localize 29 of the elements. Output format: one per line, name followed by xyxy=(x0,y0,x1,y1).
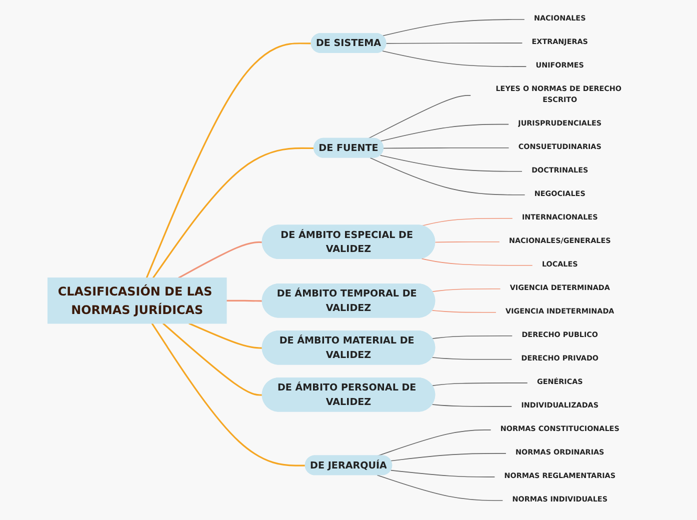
connector xyxy=(432,288,501,292)
connector xyxy=(162,322,263,396)
connector xyxy=(376,430,492,456)
connector xyxy=(432,382,528,386)
connector xyxy=(432,404,512,407)
connector xyxy=(380,154,522,172)
connector xyxy=(382,19,525,36)
connector xyxy=(421,218,513,226)
node-box: CLASIFICASIÓN DE LAS NORMAS JURÍDICAS xyxy=(47,278,227,324)
connector xyxy=(188,322,263,349)
connector xyxy=(390,470,496,478)
connector xyxy=(382,50,527,67)
connector xyxy=(432,336,513,340)
connector xyxy=(380,124,509,142)
connector xyxy=(370,157,526,196)
connector xyxy=(368,95,472,140)
connector xyxy=(386,42,523,44)
connector xyxy=(432,357,512,360)
connector xyxy=(226,300,263,302)
connector xyxy=(151,322,306,466)
connector xyxy=(146,42,312,278)
connector xyxy=(152,147,314,278)
connector xyxy=(390,453,506,462)
connector xyxy=(376,474,504,501)
connector xyxy=(383,147,510,149)
connector xyxy=(432,310,496,313)
connector xyxy=(434,241,500,243)
connector xyxy=(421,258,533,266)
connector xyxy=(178,241,263,279)
